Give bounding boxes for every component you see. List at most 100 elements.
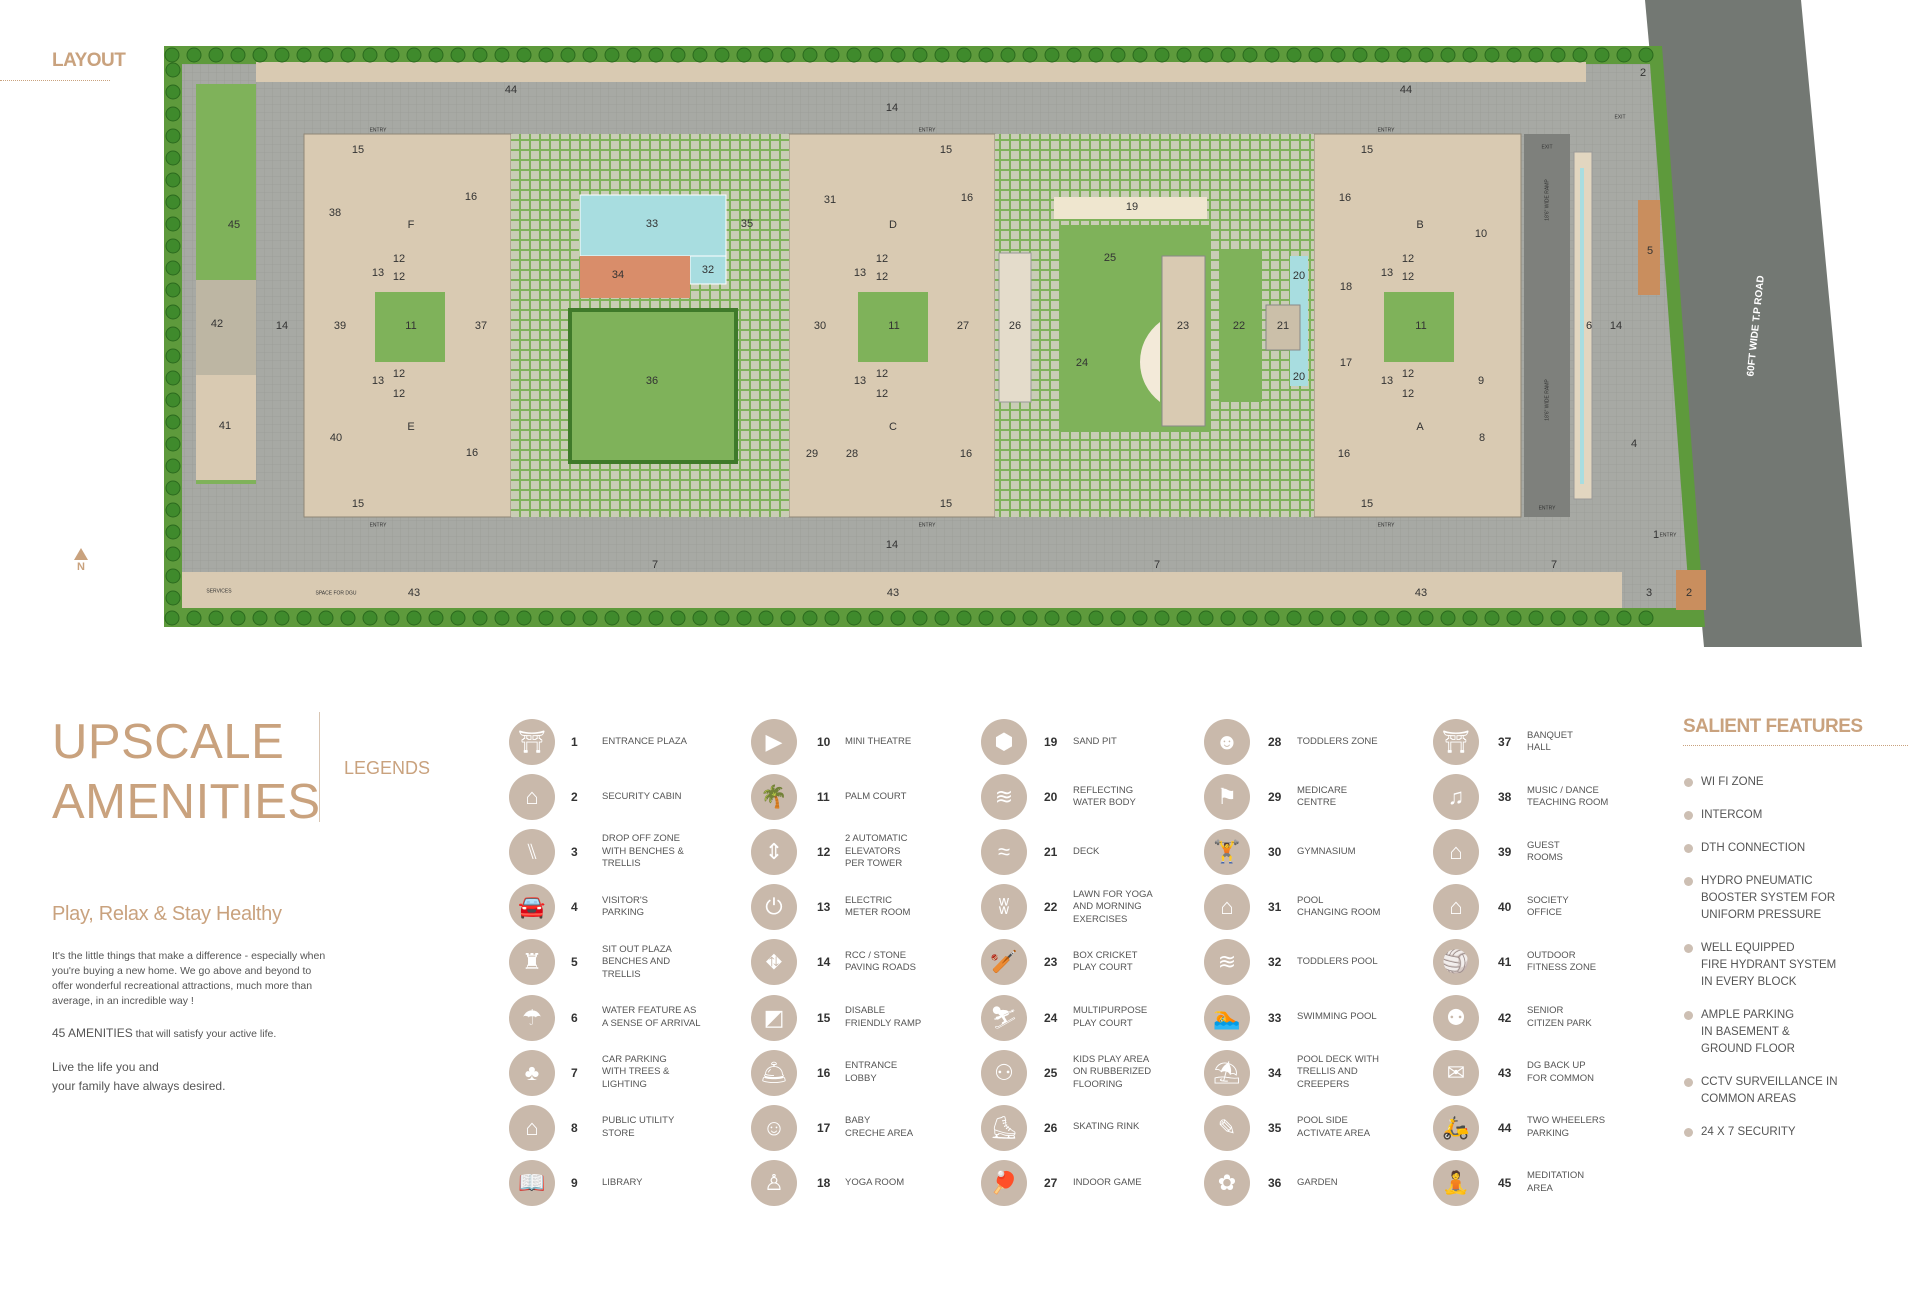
tree-icon <box>868 47 884 63</box>
tree-icon <box>165 414 181 430</box>
legend-label: MULTIPURPOSE PLAY COURT <box>1073 1005 1148 1029</box>
tree-icon <box>1462 610 1478 626</box>
tree-icon <box>362 610 378 626</box>
grass-icon: ʬ <box>981 884 1027 931</box>
map-label: 20 <box>1293 270 1305 282</box>
salient-feature-text: WI FI ZONE <box>1701 776 1764 788</box>
legend-number: 43 <box>1498 1065 1512 1080</box>
map-label: 16 <box>466 447 478 459</box>
amenities-count: 45 AMENITIES that will satisfy your acti… <box>52 1026 276 1040</box>
map-label: 7 <box>1154 559 1160 571</box>
legend-number: 29 <box>1268 790 1282 805</box>
map-label: 15 <box>1361 144 1373 156</box>
legend-label: DECK <box>1073 845 1100 857</box>
pool-deck <box>580 256 690 298</box>
legend-number: 13 <box>817 900 831 915</box>
tree-icon <box>164 47 180 63</box>
legend-label: WATER FEATURE AS A SENSE OF ARRIVAL <box>602 1005 701 1029</box>
map-label: 31 <box>824 194 836 206</box>
tree-icon <box>1330 610 1346 626</box>
tree-icon <box>318 610 334 626</box>
bullet-icon <box>1684 844 1693 853</box>
basement-ramp <box>1524 134 1570 517</box>
legend-label: POOL SIDE ACTIVATE AREA <box>1297 1115 1371 1139</box>
map-label: B <box>1416 219 1423 231</box>
map-label: 32 <box>702 264 714 276</box>
legend-number: 38 <box>1498 790 1512 805</box>
tree-icon <box>230 47 246 63</box>
bullet-icon <box>1684 944 1693 953</box>
tree-icon <box>626 610 642 626</box>
sitting-icon: ♜ <box>509 939 555 986</box>
legend-label: SIT OUT PLAZA BENCHES AND TRELLIS <box>602 943 672 980</box>
legend-label: RCC / STONE PAVING ROADS <box>845 949 916 974</box>
tree-icon <box>670 610 686 626</box>
legend-number: 42 <box>1498 1010 1512 1025</box>
tree-icon <box>1440 610 1456 626</box>
office-icon: ⌂ <box>1433 884 1479 931</box>
tree-icon <box>274 47 290 63</box>
tree-icon <box>252 610 268 626</box>
sand-icon: ⬢ <box>981 719 1027 765</box>
tree-icon <box>362 47 378 63</box>
tree-icon <box>692 47 708 63</box>
tree-icon <box>165 458 181 474</box>
tree-icon <box>406 47 422 63</box>
legend-label: POOL CHANGING ROOM <box>1297 894 1381 919</box>
legend-label: TODDLERS ZONE <box>1297 735 1378 747</box>
map-label: 34 <box>612 269 624 281</box>
legend-number: 23 <box>1044 955 1058 970</box>
tree-icon <box>165 546 181 562</box>
legend-number: 34 <box>1268 1065 1282 1080</box>
tree-icon <box>978 47 994 63</box>
salient-feature-text: DTH CONNECTION <box>1701 842 1806 854</box>
tree-icon <box>1462 47 1478 63</box>
map-label: 22 <box>1233 320 1245 332</box>
map-label: 14 <box>886 539 898 551</box>
tree-icon <box>1308 47 1324 63</box>
tree-icon <box>1374 610 1390 626</box>
legend-number: 37 <box>1498 735 1512 749</box>
map-label: 4 <box>1631 438 1637 450</box>
legend-label: OUTDOOR FITNESS ZONE <box>1527 949 1597 974</box>
legend-label: BOX CRICKET PLAY COURT <box>1073 949 1138 974</box>
tree-icon <box>1154 610 1170 626</box>
music-icon: ♫ <box>1433 774 1479 821</box>
map-label: 43 <box>1415 587 1427 599</box>
tree-icon <box>1220 47 1236 63</box>
legend-number: 19 <box>1044 735 1058 749</box>
legend-label: SAND PIT <box>1073 735 1117 747</box>
tree-icon <box>165 326 181 342</box>
divider <box>1683 745 1908 746</box>
salient-feature-item: AMPLE PARKING IN BASEMENT & GROUND FLOOR <box>1684 1007 1904 1058</box>
legend-label: SOCIETY OFFICE <box>1527 894 1569 919</box>
legend-number: 25 <box>1044 1065 1058 1080</box>
tree-icon <box>1418 47 1434 63</box>
tree-icon <box>1594 47 1610 63</box>
tree-icon <box>318 47 334 63</box>
legend-number: 12 <box>817 845 831 860</box>
map-label: ENTRY <box>1378 522 1396 528</box>
map-label: 21 <box>1277 320 1289 332</box>
tree-icon <box>450 610 466 626</box>
map-label: ENTRY <box>919 522 937 528</box>
tree-icon <box>516 610 532 626</box>
map-label: F <box>408 219 415 231</box>
map-label: 14 <box>1610 320 1622 332</box>
north-arrow: N <box>72 548 90 573</box>
poolside-icon: ✎ <box>1204 1104 1250 1151</box>
